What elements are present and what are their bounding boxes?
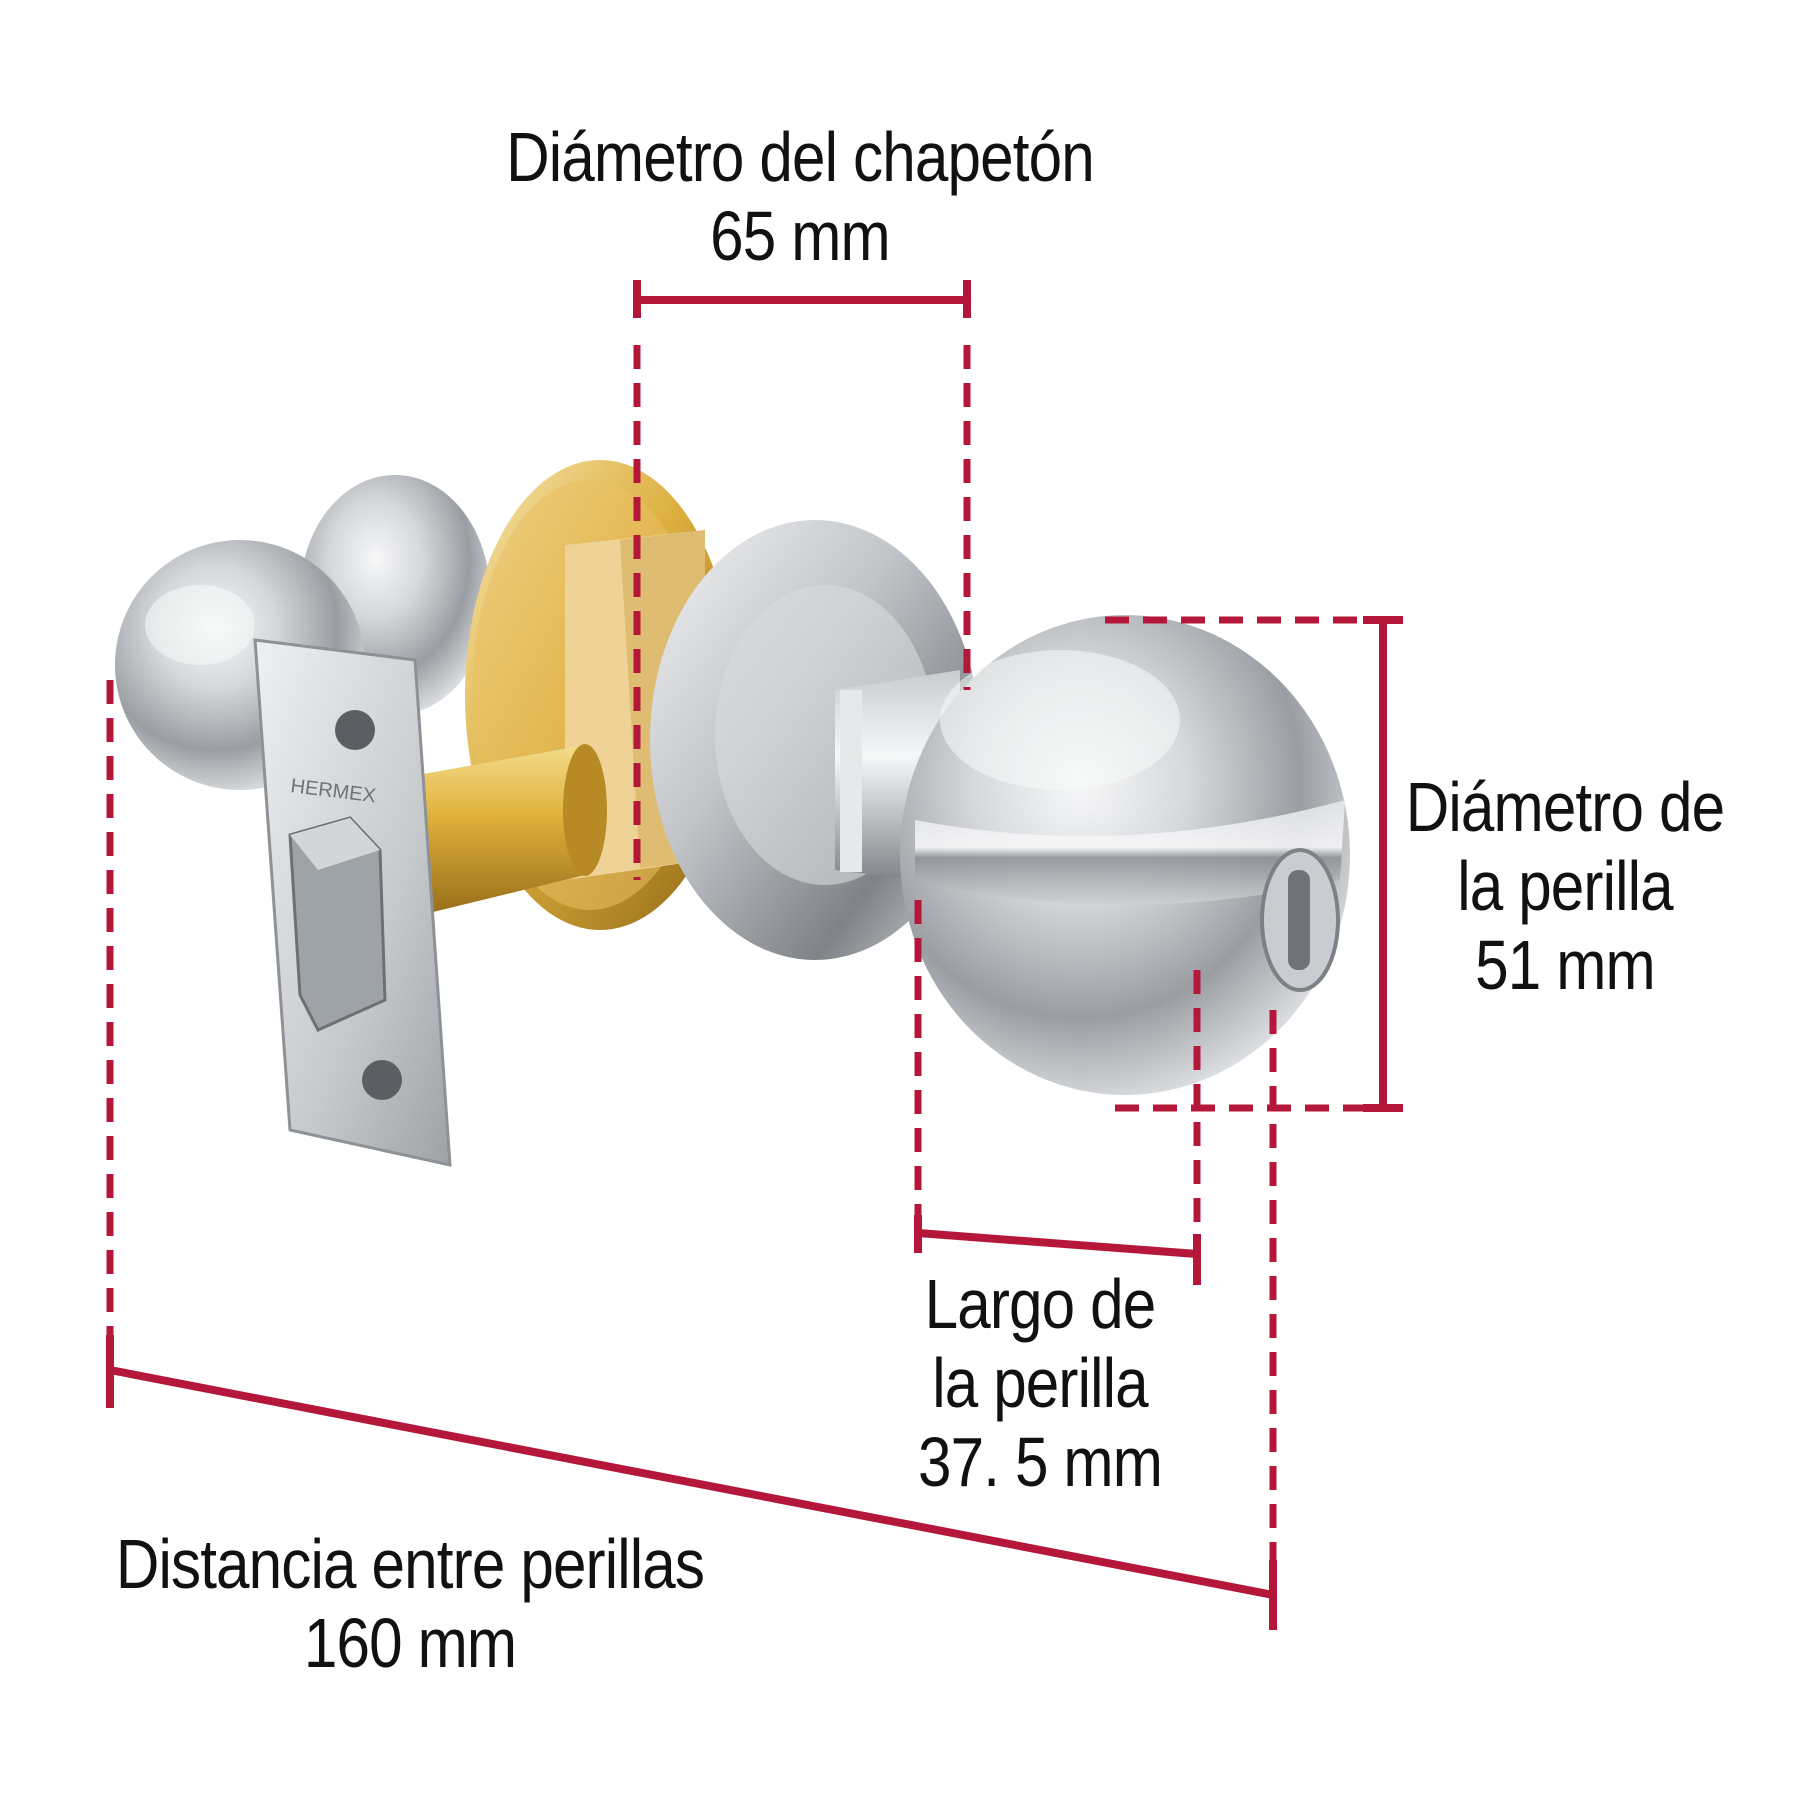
latch-tube: [390, 744, 607, 920]
knob-diameter-value: 51 mm: [1475, 926, 1656, 1005]
knob-length-line2: la perilla: [932, 1344, 1148, 1423]
knob-length-dimension-line: [917, 1229, 1198, 1258]
knob-distance-value: 160 mm: [303, 1604, 517, 1683]
dimension-lines: [106, 280, 1403, 1630]
chapeton-diameter-value: 65 mm: [710, 197, 891, 276]
knob-diameter-label: Diámetro de la perilla 51 mm: [1384, 768, 1745, 1005]
knob-distance-dimension-line: [109, 1366, 1274, 1599]
knob-distance-label: Distancia entre perillas 160 mm: [92, 1525, 728, 1683]
knob-length-value: 37. 5 mm: [917, 1423, 1163, 1502]
knob-diameter-line1: Diámetro de: [1405, 768, 1725, 846]
lock-illustration: HERMEX: [115, 460, 1350, 1167]
knob-distance-title: Distancia entre perillas: [115, 1525, 705, 1603]
chapeton-diameter-label: Diámetro del chapetón 65 mm: [473, 118, 1127, 276]
knob-length-line1: Largo de: [924, 1265, 1157, 1343]
knob-length-label: Largo de la perilla 37. 5 mm: [885, 1265, 1195, 1502]
latch-plate: HERMEX: [253, 638, 452, 1167]
chapeton-diameter-title: Diámetro del chapetón: [506, 118, 1095, 196]
front-knob: [900, 615, 1350, 1095]
privacy-turn-slot: [1260, 848, 1340, 992]
knob-diameter-line2: la perilla: [1457, 847, 1673, 926]
